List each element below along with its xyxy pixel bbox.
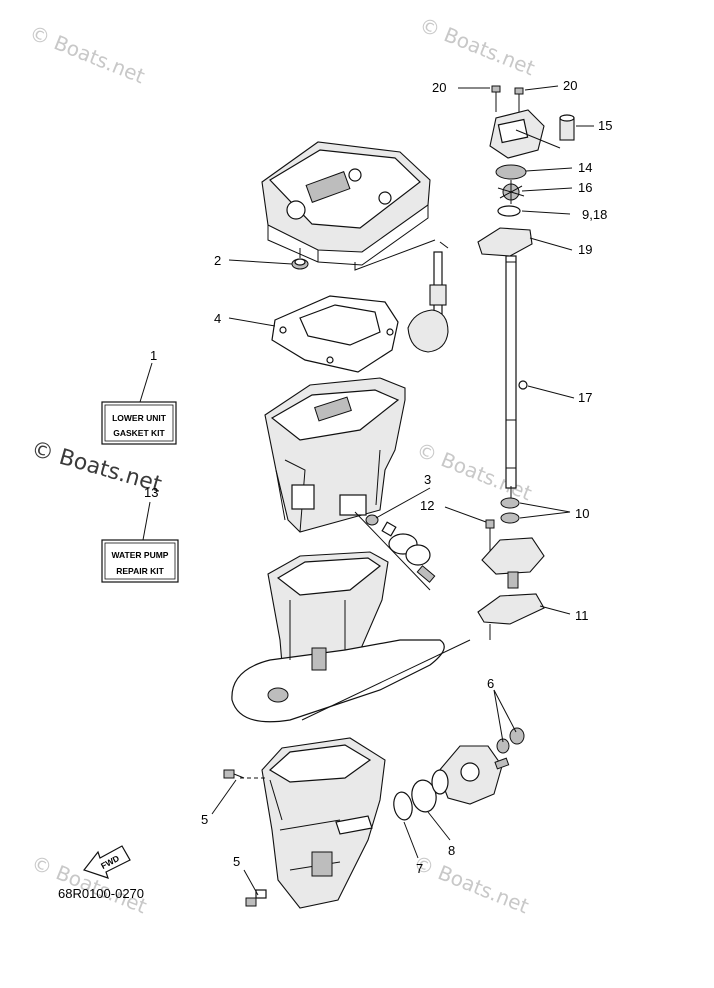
callout-9-18: 9,18 [582,207,607,222]
part-15-tube [559,114,575,141]
upper-casing [261,141,431,266]
propeller-shaft-housing [431,727,525,805]
callout-4: 4 [214,311,221,326]
part-2-seal [291,258,309,270]
water-pump-housing [489,109,561,159]
part-14-insert [495,164,527,180]
part-7-o-ring [393,791,413,821]
part-11-gasket [477,593,545,625]
callout-14: 14 [578,160,592,175]
callout-2: 2 [214,253,221,268]
callout-3: 3 [424,472,431,487]
exhaust-housing [264,377,406,533]
water-pump-kit-line1: WATER PUMP [112,550,169,560]
part-10-seal [500,497,520,524]
callout-11: 11 [575,608,589,623]
callout-6: 6 [487,676,494,691]
part-19-plate [477,227,533,257]
callout-15: 15 [598,118,612,133]
watermark-top-right: © Boats.net [416,12,538,80]
callout-20-left: 20 [432,80,446,95]
part-20-bolt-right [514,87,524,112]
part-1-lower-unit-gasket-kit: LOWER UNIT GASKET KIT [101,401,177,445]
watermark-bottom-right: © Boats.net [410,850,532,918]
shift-rod-assembly [407,241,449,353]
watermark-top-left: © Boats.net [26,20,148,88]
lower-unit-kit-line1: LOWER UNIT [112,413,167,423]
part-5-bolt-upper [223,769,245,779]
callout-17: 17 [578,390,592,405]
part-16-impeller [497,180,525,204]
drive-shaft-housing [231,551,445,723]
leader-lines [139,85,594,896]
part-13-water-pump-repair-kit: WATER PUMP REPAIR KIT [101,539,179,583]
callout-1: 1 [150,348,157,363]
part-8-o-ring [411,779,437,813]
gear-case [240,737,386,909]
water-pump-kit-line2: REPAIR KIT [116,566,164,576]
diagram-code: 68R0100-0270 [58,886,144,901]
lower-unit-kit-line2: GASKET KIT [113,428,165,438]
callout-5-lower: 5 [233,854,240,869]
callout-16: 16 [578,180,592,195]
callout-20-right: 20 [563,78,577,93]
callouts: 1 2 3 4 5 5 6 7 8 9,18 10 11 12 13 14 15… [144,78,612,876]
callout-19: 19 [578,242,592,257]
callout-10: 10 [575,506,589,521]
watermark-bottom-left: © Boats.net [28,850,150,918]
fwd-arrow: FWD [83,845,131,879]
watermark-mid-right: © Boats.net [413,437,535,505]
callout-12: 12 [420,498,434,513]
part-5-bolt-lower [245,889,267,907]
part-3-plug [354,511,436,591]
part-20-bolt-left [491,85,501,112]
callout-7: 7 [416,861,423,876]
part-17-drive-shaft [505,255,528,500]
callout-5-upper: 5 [201,812,208,827]
part-4-gasket [271,295,399,373]
callout-13: 13 [144,485,158,500]
part-9-18-o-ring [497,205,521,217]
oil-seal-housing [481,537,545,589]
callout-8: 8 [448,843,455,858]
